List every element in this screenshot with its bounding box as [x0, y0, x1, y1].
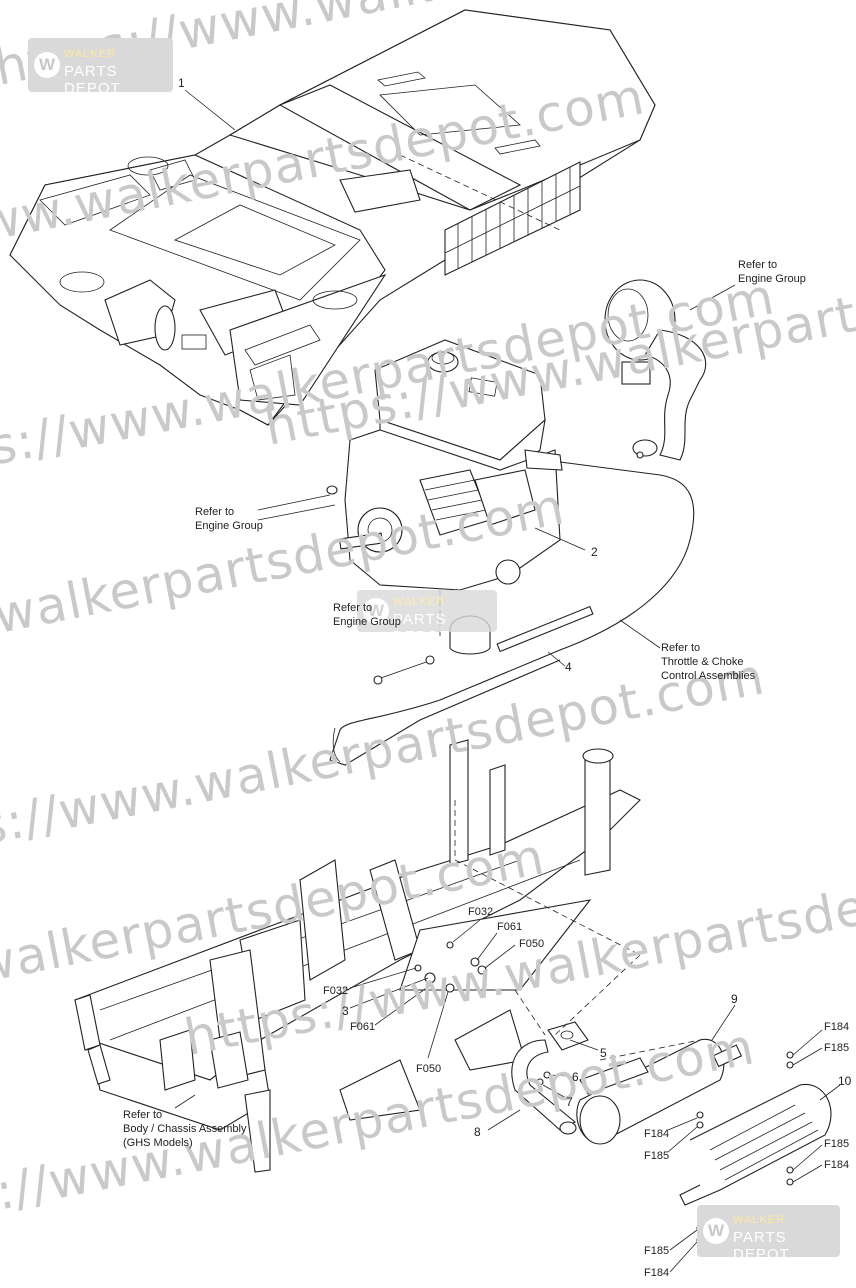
walker-logo-icon: W [363, 598, 389, 624]
watermark-logo-bottom: W WALKER PARTS DEPOT [697, 1205, 840, 1263]
callout-f185-lower-right: F185 [824, 1138, 850, 1150]
callout-1: 1 [178, 76, 185, 90]
air-cleaner [604, 279, 707, 461]
callout-8: 8 [474, 1125, 481, 1139]
callout-10: 10 [838, 1074, 852, 1088]
callout-f185-top-right: F185 [824, 1042, 850, 1054]
callout-2: 2 [591, 545, 598, 559]
logo-brand-top: WALKER [393, 596, 446, 608]
ref-line: Control Assemblies [661, 670, 756, 682]
callout-7: 7 [566, 1095, 573, 1109]
callout-3: 3 [342, 1004, 349, 1018]
ref-line: (GHS Models) [123, 1137, 193, 1149]
callout-4: 4 [565, 660, 572, 674]
throttle-cable [329, 461, 695, 766]
watermark-logo-top: W WALKER PARTS DEPOT [28, 38, 173, 97]
leader-lines [174, 89, 841, 1273]
callout-6: 6 [572, 1070, 579, 1084]
ref-line: Body / Chassis Assembly [123, 1123, 247, 1135]
ref-line: Refer to [195, 506, 235, 518]
ref-engine-group-left: Refer to Engine Group [195, 505, 263, 533]
ref-line: Throttle & Choke [661, 656, 744, 668]
logo-brand-top: WALKER [64, 48, 117, 60]
callout-f050-lower: F050 [416, 1063, 442, 1075]
callout-f061-lower: F061 [350, 1021, 376, 1033]
callout-f184-bottom: F184 [644, 1267, 670, 1279]
ref-line: Refer to [661, 642, 701, 654]
body-housing [9, 9, 656, 426]
logo-brand-bottom: PARTS DEPOT [733, 1229, 790, 1263]
callout-f184-top-right: F184 [824, 1021, 850, 1033]
callout-f032-lower: F032 [323, 985, 349, 997]
callout-5: 5 [600, 1046, 607, 1060]
callout-f050-upper: F050 [519, 938, 545, 950]
logo-brand-top: WALKER [733, 1214, 786, 1226]
ref-line: Refer to [123, 1109, 163, 1121]
walker-logo-icon: W [703, 1218, 729, 1244]
ref-engine-group-filter: Refer to Engine Group [333, 601, 401, 629]
callout-9: 9 [731, 992, 738, 1006]
muffler-assembly [511, 1021, 832, 1206]
ref-line: Engine Group [195, 520, 263, 532]
ref-line: Refer to [738, 259, 778, 271]
housing-grille [444, 161, 581, 276]
chassis-frame [74, 739, 641, 1173]
ref-line: Engine Group [738, 273, 806, 285]
callout-f032-upper: F032 [468, 906, 494, 918]
callout-f185-bottom: F185 [644, 1245, 670, 1257]
ref-line: Engine Group [333, 616, 401, 628]
callout-f184-mid: F184 [644, 1128, 670, 1140]
callout-f185-mid: F185 [644, 1150, 670, 1162]
ref-engine-group-air-cleaner: Refer to Engine Group [738, 258, 806, 286]
logo-brand-bottom: PARTS DEPOT [393, 611, 450, 645]
logo-brand-bottom: PARTS DEPOT [64, 63, 121, 97]
ref-body-chassis: Refer to Body / Chassis Assembly (GHS Mo… [123, 1108, 247, 1150]
callout-f061-upper: F061 [497, 921, 523, 933]
watermark-logo-middle: W WALKER PARTS DEPOT [357, 590, 497, 645]
ref-line: Refer to [333, 602, 373, 614]
callout-f184-lower-right: F184 [824, 1159, 850, 1171]
walker-logo-icon: W [34, 52, 60, 78]
ref-throttle-choke: Refer to Throttle & Choke Control Assemb… [661, 641, 755, 683]
